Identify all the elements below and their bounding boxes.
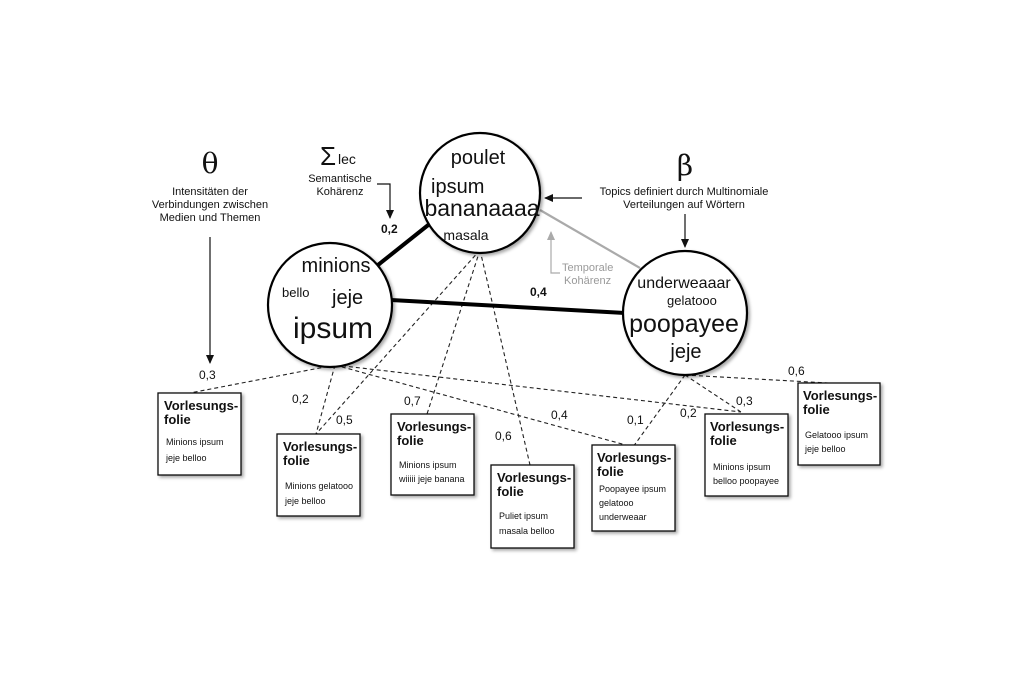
slide-text: belloo poopayee bbox=[713, 476, 779, 486]
slide-text: wiiiii jeje banana bbox=[398, 474, 465, 484]
topic-word: ipsum bbox=[431, 176, 484, 198]
slide-card[interactable]: Vorlesungs- folie Puliet ipsum masala be… bbox=[490, 464, 575, 549]
sigma-label-line: Kohärenz bbox=[316, 186, 363, 198]
sigma-label-line: Semantische bbox=[308, 173, 372, 185]
slide-text: Gelatooo ipsum bbox=[805, 430, 868, 440]
temporal-label-line: Kohärenz bbox=[564, 275, 611, 287]
temporal-arrow bbox=[547, 231, 560, 274]
dashed-link bbox=[632, 374, 686, 448]
topic-link-weight: 0,4 bbox=[530, 285, 547, 299]
theta-label-line: Verbindungen zwischen bbox=[152, 199, 268, 211]
sigma-annotation: Σ lec Semantische Kohärenz bbox=[308, 141, 394, 219]
topic-word: bello bbox=[282, 285, 309, 300]
slide-text: Poopayee ipsum bbox=[599, 484, 666, 494]
slide-text: jeje belloo bbox=[804, 444, 846, 454]
slide-title: Vorlesungs- bbox=[397, 419, 471, 434]
slide-text: Minions ipsum bbox=[166, 437, 224, 447]
dashed-link bbox=[334, 364, 742, 413]
slide-card[interactable]: Vorlesungs- folie Minions ipsum wiiiii j… bbox=[390, 413, 475, 496]
theta-annotation: θ Intensitäten der Verbindungen zwischen… bbox=[152, 147, 268, 364]
topic-node-minions[interactable]: minions bello jeje ipsum bbox=[266, 241, 394, 369]
dashed-link bbox=[315, 249, 481, 435]
slide-card[interactable]: Vorlesungs- folie Minions gelatooo jeje … bbox=[276, 433, 361, 517]
slide-link-weight: 0,6 bbox=[788, 364, 805, 378]
slide-link-weight: 0,3 bbox=[199, 368, 216, 382]
slide-text: underweaar bbox=[599, 512, 647, 522]
beta-annotation: β Topics definiert durch Multinomiale Ve… bbox=[544, 149, 769, 248]
slide-text: Minions gelatooo bbox=[285, 481, 353, 491]
theta-symbol: θ bbox=[202, 147, 219, 180]
slide-title: Vorlesungs- bbox=[164, 398, 238, 413]
temporal-label-line: Temporale bbox=[562, 262, 613, 274]
slide-title: folie bbox=[164, 412, 191, 427]
topic-word: poopayee bbox=[629, 310, 739, 338]
topic-word: jeje bbox=[669, 341, 701, 363]
topic-link-minions-poulet bbox=[376, 216, 439, 267]
slide-card[interactable]: Vorlesungs- folie Minions ipsum belloo p… bbox=[704, 413, 789, 497]
sigma-arrow bbox=[377, 183, 394, 219]
topic-word: bananaaaa bbox=[424, 195, 539, 221]
slide-title: Vorlesungs- bbox=[597, 450, 671, 465]
slide-link-weights: 0,3 0,2 0,5 0,7 0,6 0,4 0,1 0,2 0,3 0,6 bbox=[199, 364, 805, 443]
dashed-link bbox=[426, 249, 481, 415]
slide-card[interactable]: Vorlesungs- folie Poopayee ipsum gelatoo… bbox=[591, 444, 676, 532]
slide-card[interactable]: Vorlesungs- folie Minions ipsum jeje bel… bbox=[157, 392, 242, 476]
theta-label-line: Intensitäten der bbox=[172, 186, 248, 198]
topic-word: minions bbox=[302, 255, 371, 277]
slide-title: folie bbox=[710, 433, 737, 448]
slide-link-weight: 0,1 bbox=[627, 413, 644, 427]
slide-text: gelatooo bbox=[599, 498, 634, 508]
slide-text: Minions ipsum bbox=[713, 462, 771, 472]
slide-link-weight: 0,5 bbox=[336, 413, 353, 427]
slide-title: folie bbox=[597, 464, 624, 479]
topic-word: underweaaar bbox=[637, 275, 731, 292]
topic-node-underweaaar[interactable]: underweaaar gelatooo poopayee jeje bbox=[621, 249, 749, 377]
topic-word: jeje bbox=[331, 287, 363, 309]
slide-card[interactable]: Vorlesungs- folie Gelatooo ipsum jeje be… bbox=[797, 382, 881, 466]
dashed-link bbox=[189, 364, 336, 394]
theta-label-line: Medien und Themen bbox=[160, 212, 261, 224]
slide-title: folie bbox=[397, 433, 424, 448]
slide-text: Puliet ipsum bbox=[499, 511, 548, 521]
temporal-annotation: Temporale Kohärenz bbox=[547, 231, 613, 287]
slide-link-weight: 0,7 bbox=[404, 394, 421, 408]
slide-title: Vorlesungs- bbox=[283, 439, 357, 454]
sigma-subscript: lec bbox=[338, 151, 356, 167]
temporal-link bbox=[539, 209, 641, 269]
slide-title: folie bbox=[497, 484, 524, 499]
slide-text: Minions ipsum bbox=[399, 460, 457, 470]
slide-link-weight: 0,4 bbox=[551, 408, 568, 422]
topic-link-weight: 0,2 bbox=[381, 222, 398, 236]
slide-link-weight: 0,6 bbox=[495, 429, 512, 443]
topic-word: ipsum bbox=[293, 312, 373, 345]
slide-link-weight: 0,2 bbox=[292, 392, 309, 406]
slide-title: Vorlesungs- bbox=[803, 388, 877, 403]
slide-link-weight: 0,3 bbox=[736, 394, 753, 408]
slide-title: folie bbox=[803, 402, 830, 417]
topic-link-minions-underweaaar bbox=[390, 298, 626, 315]
slide-title: Vorlesungs- bbox=[710, 419, 784, 434]
dashed-link bbox=[684, 374, 829, 384]
dashed-link bbox=[479, 249, 531, 466]
topic-word: poulet bbox=[451, 147, 506, 169]
dashed-link bbox=[315, 364, 336, 435]
topic-word: gelatooo bbox=[667, 293, 717, 308]
beta-label-line: Verteilungen auf Wörtern bbox=[623, 199, 745, 211]
dashed-link bbox=[334, 364, 634, 448]
sigma-symbol: Σ bbox=[320, 141, 336, 171]
slide-text: jeje belloo bbox=[284, 496, 326, 506]
topic-node-poulet[interactable]: poulet ipsum bananaaaa masala bbox=[418, 131, 542, 255]
slide-link-weight: 0,2 bbox=[680, 406, 697, 420]
beta-symbol: β bbox=[677, 149, 693, 182]
topic-word: masala bbox=[443, 227, 488, 243]
slide-text: jeje belloo bbox=[165, 453, 207, 463]
slide-title: Vorlesungs- bbox=[497, 470, 571, 485]
beta-label-line: Topics definiert durch Multinomiale bbox=[600, 186, 769, 198]
slide-topic-links bbox=[189, 249, 829, 466]
slide-text: masala belloo bbox=[499, 526, 555, 536]
slide-title: folie bbox=[283, 453, 310, 468]
